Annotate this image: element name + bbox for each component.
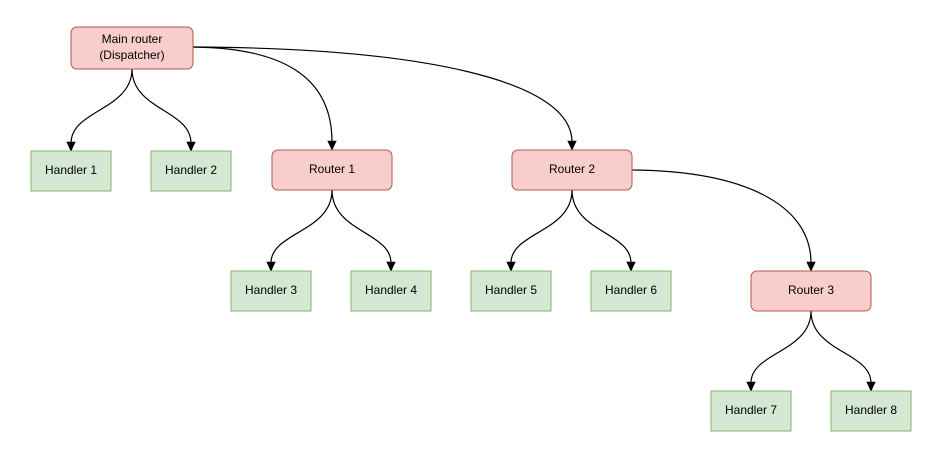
edge-router-1-to-handler-3 <box>266 189 333 272</box>
handler-1-box[interactable] <box>30 150 112 192</box>
arrow-head-icon <box>806 261 816 272</box>
node-router-2[interactable]: Router 2 <box>511 149 633 191</box>
edge-curve <box>810 310 872 384</box>
arrow-head-icon <box>266 261 276 272</box>
handler-6-label: Handler 6 <box>605 283 657 297</box>
arrow-head-icon <box>66 141 76 152</box>
router-1-box[interactable] <box>271 149 393 191</box>
router-3-label: Router 3 <box>788 283 834 297</box>
node-handler-8[interactable]: Handler 8 <box>830 390 912 432</box>
node-main-router[interactable]: Main router (Dispatcher) <box>70 26 194 70</box>
edge-router-2-to-handler-5 <box>506 189 573 272</box>
arrow-head-icon <box>567 140 577 151</box>
main-router-label: (Dispatcher) <box>99 48 164 62</box>
handler-7-box[interactable] <box>710 390 792 432</box>
handler-5-label: Handler 5 <box>485 283 537 297</box>
router-3-box[interactable] <box>750 270 872 312</box>
edge-curve <box>192 46 333 143</box>
arrow-head-icon <box>506 261 516 272</box>
handler-5-box[interactable] <box>470 270 552 312</box>
node-handler-3[interactable]: Handler 3 <box>230 270 312 312</box>
handler-6-box[interactable] <box>590 270 672 312</box>
main-router-box[interactable] <box>70 26 194 70</box>
node-handler-7[interactable]: Handler 7 <box>710 390 792 432</box>
edge-router-3-to-handler-7 <box>746 310 812 392</box>
edge-main-to-handler-2 <box>131 68 196 152</box>
edge-curve <box>510 189 573 264</box>
nodes-layer: Main router (Dispatcher) Handler 1 Handler … <box>30 26 912 432</box>
edge-main-to-handler-1 <box>66 68 133 152</box>
handler-1-label: Handler 1 <box>45 163 97 177</box>
arrow-head-icon <box>866 381 876 392</box>
edge-curve <box>631 169 812 264</box>
handler-2-box[interactable] <box>150 150 232 192</box>
main-router-label: Main router <box>102 32 163 46</box>
edge-curve <box>331 189 392 264</box>
handler-8-label: Handler 8 <box>845 403 897 417</box>
arrow-head-icon <box>186 141 196 152</box>
edge-curve <box>571 189 632 264</box>
node-router-1[interactable]: Router 1 <box>271 149 393 191</box>
router-2-label: Router 2 <box>549 162 595 176</box>
node-handler-1[interactable]: Handler 1 <box>30 150 112 192</box>
handler-7-label: Handler 7 <box>725 403 777 417</box>
arrow-head-icon <box>386 261 396 272</box>
edge-router-3-to-handler-8 <box>810 310 876 392</box>
arrow-head-icon <box>327 140 337 151</box>
handler-3-box[interactable] <box>230 270 312 312</box>
edge-main-to-router-1 <box>192 46 337 151</box>
edge-curve <box>750 310 812 384</box>
node-handler-6[interactable]: Handler 6 <box>590 270 672 312</box>
arrow-head-icon <box>626 261 636 272</box>
edge-curve <box>131 68 192 144</box>
edge-curve <box>192 46 573 143</box>
node-handler-2[interactable]: Handler 2 <box>150 150 232 192</box>
edge-router-2-to-router-3 <box>631 169 816 272</box>
edges-layer <box>66 46 876 392</box>
node-handler-4[interactable]: Handler 4 <box>350 270 432 312</box>
edge-curve <box>270 189 333 264</box>
handler-4-label: Handler 4 <box>365 283 417 297</box>
edge-curve <box>70 68 133 144</box>
node-router-3[interactable]: Router 3 <box>750 270 872 312</box>
router-1-label: Router 1 <box>309 162 355 176</box>
edge-router-1-to-handler-4 <box>331 189 396 272</box>
handler-2-label: Handler 2 <box>165 163 217 177</box>
edge-router-2-to-handler-6 <box>571 189 636 272</box>
handler-4-box[interactable] <box>350 270 432 312</box>
router-2-box[interactable] <box>511 149 633 191</box>
arrow-head-icon <box>746 381 756 392</box>
handler-3-label: Handler 3 <box>245 283 297 297</box>
node-handler-5[interactable]: Handler 5 <box>470 270 552 312</box>
edge-main-to-router-2 <box>192 46 577 151</box>
handler-8-box[interactable] <box>830 390 912 432</box>
